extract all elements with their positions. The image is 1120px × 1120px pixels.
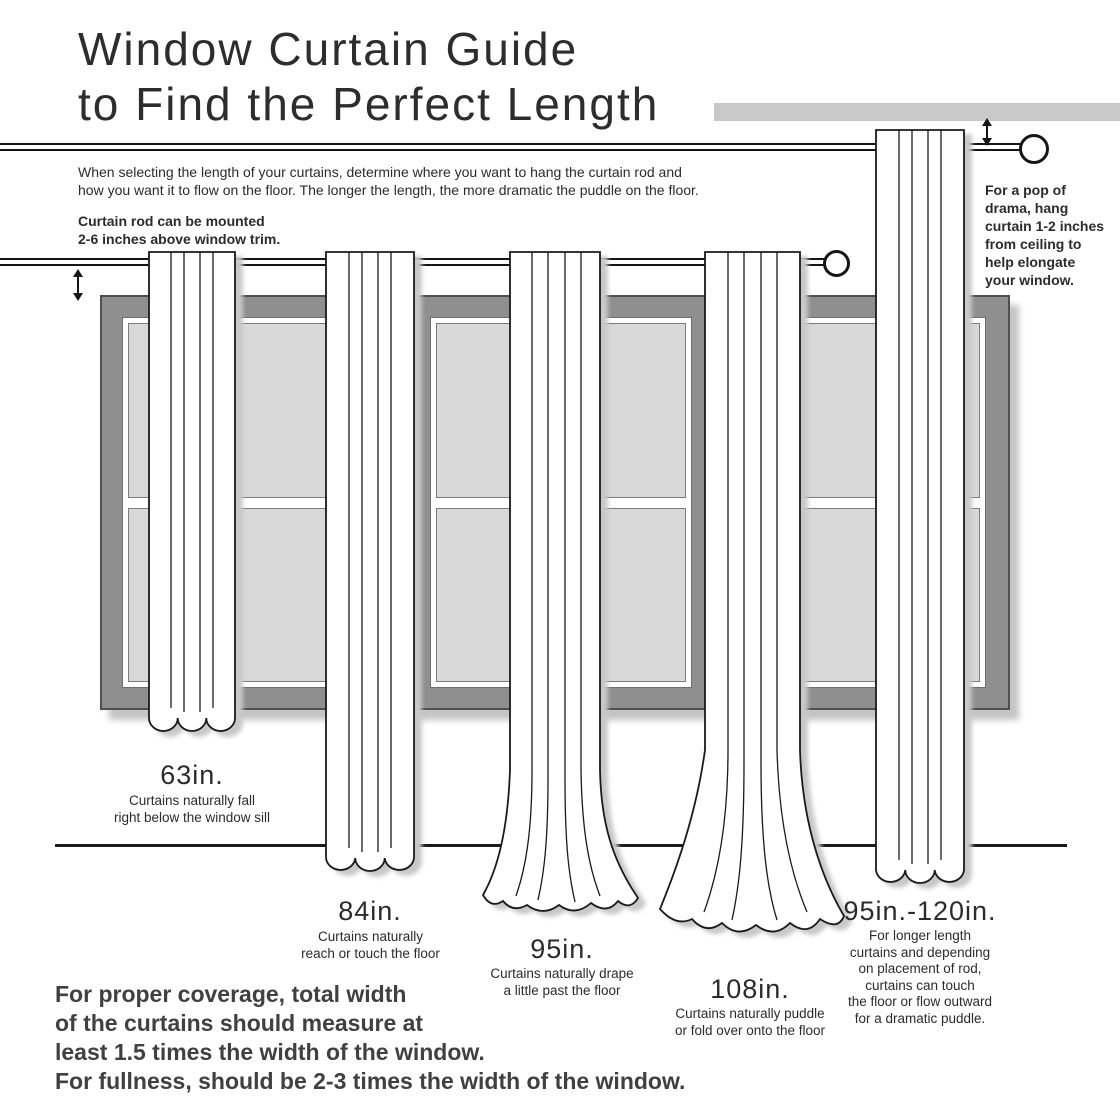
- coverage-note-line: of the curtains should measure at: [55, 1010, 424, 1036]
- curtain-108-caption: Curtains naturally puddle or fold over o…: [650, 1006, 850, 1039]
- drama-note-line: drama, hang: [985, 200, 1069, 216]
- rod-mount-note-line-1: Curtain rod can be mounted: [78, 213, 265, 229]
- drama-note-line: from ceiling to: [985, 236, 1082, 252]
- intro-text: When selecting the length of your curtai…: [78, 163, 699, 199]
- curtain-84-label: 84in.: [338, 896, 402, 926]
- curtain-108-label: 108in.: [710, 974, 790, 1004]
- rod-mount-note-line-2: 2-6 inches above window trim.: [78, 231, 281, 247]
- curtain-84-caption: Curtains naturally reach or touch the fl…: [278, 929, 463, 962]
- page-title-line-1: Window Curtain Guide: [78, 23, 579, 75]
- caption-line: curtains and depending: [849, 944, 991, 960]
- rod-height-arrow: [73, 269, 83, 301]
- curtain-63-label: 63in.: [160, 760, 224, 790]
- curtain-95-label: 95in.: [530, 934, 594, 964]
- arrow-head-down: [982, 138, 992, 146]
- caption-line: a little past the floor: [503, 982, 621, 998]
- caption-line: For longer length: [868, 928, 972, 943]
- curtain-84in: [325, 251, 415, 872]
- curtain-outline: [658, 251, 846, 933]
- ceiling-bar: [714, 103, 1120, 121]
- ceiling-rod: [0, 143, 1022, 151]
- caption-line: right below the window sill: [113, 809, 271, 825]
- curtain-95-120in: [875, 129, 965, 884]
- coverage-note-line: For proper coverage, total width: [55, 981, 407, 1007]
- caption-line: Curtains naturally puddle: [675, 1006, 825, 1021]
- curtain-95-caption: Curtains naturally drape a little past t…: [462, 966, 662, 999]
- curtain-95-120-caption: For longer length curtains and depending…: [822, 928, 1018, 1027]
- caption-line: Curtains naturally drape: [490, 966, 634, 981]
- curtain-fold-lines: [898, 130, 942, 864]
- coverage-note: For proper coverage, total width of the …: [55, 980, 685, 1096]
- coverage-note-line: least 1.5 times the width of the window.: [55, 1039, 485, 1065]
- rod-mount-note: Curtain rod can be mounted 2-6 inches ab…: [78, 212, 280, 248]
- curtain-outline: [325, 251, 415, 872]
- caption-line: Curtains naturally: [317, 929, 424, 944]
- ceiling-gap-arrow: [982, 118, 992, 146]
- caption-line: or fold over onto the floor: [674, 1022, 826, 1038]
- curtain-outline: [148, 251, 236, 732]
- arrow-head-down: [73, 293, 83, 301]
- curtain-63-caption: Curtains naturally fall right below the …: [82, 793, 302, 826]
- caption-line: Curtains naturally fall: [128, 793, 256, 808]
- caption-line: on placement of rod,: [858, 961, 982, 976]
- caption-line: reach or touch the floor: [301, 945, 440, 961]
- window-rod-finial: [823, 250, 850, 277]
- curtain-108in: [658, 251, 846, 933]
- arrow-head-up: [982, 118, 992, 126]
- arrow-head-up: [73, 269, 83, 277]
- curtain-fold-lines: [170, 252, 214, 712]
- curtain-95in: [481, 251, 640, 912]
- caption-line: the floor or flow outward: [847, 994, 993, 1009]
- curtain-fold-lines: [515, 252, 601, 903]
- drama-note: For a pop of drama, hang curtain 1-2 inc…: [985, 181, 1117, 289]
- curtain-95-120-label: 95in.-120in.: [843, 896, 997, 926]
- page-title-line-2: to Find the Perfect Length: [78, 78, 660, 130]
- intro-line-1: When selecting the length of your curtai…: [78, 164, 682, 180]
- curtain-fold-lines: [703, 252, 808, 921]
- intro-line-2: how you want it to flow on the floor. Th…: [78, 182, 699, 198]
- drama-note-line: curtain 1-2 inches: [985, 218, 1105, 234]
- caption-line: for a dramatic puddle.: [854, 1010, 986, 1026]
- drama-note-line: help elongate: [985, 254, 1076, 270]
- drama-note-line: your window.: [985, 272, 1074, 288]
- curtain-outline: [481, 251, 640, 912]
- drama-note-line: For a pop of: [985, 182, 1066, 198]
- page-title: Window Curtain Guide to Find the Perfect…: [78, 22, 659, 132]
- caption-line: curtains can touch: [865, 977, 975, 993]
- curtain-63in: [148, 251, 236, 732]
- curtain-outline: [875, 129, 965, 884]
- curtain-fold-lines: [348, 252, 392, 852]
- ceiling-rod-finial: [1019, 134, 1049, 164]
- coverage-note-line: For fullness, should be 2-3 times the wi…: [55, 1068, 686, 1094]
